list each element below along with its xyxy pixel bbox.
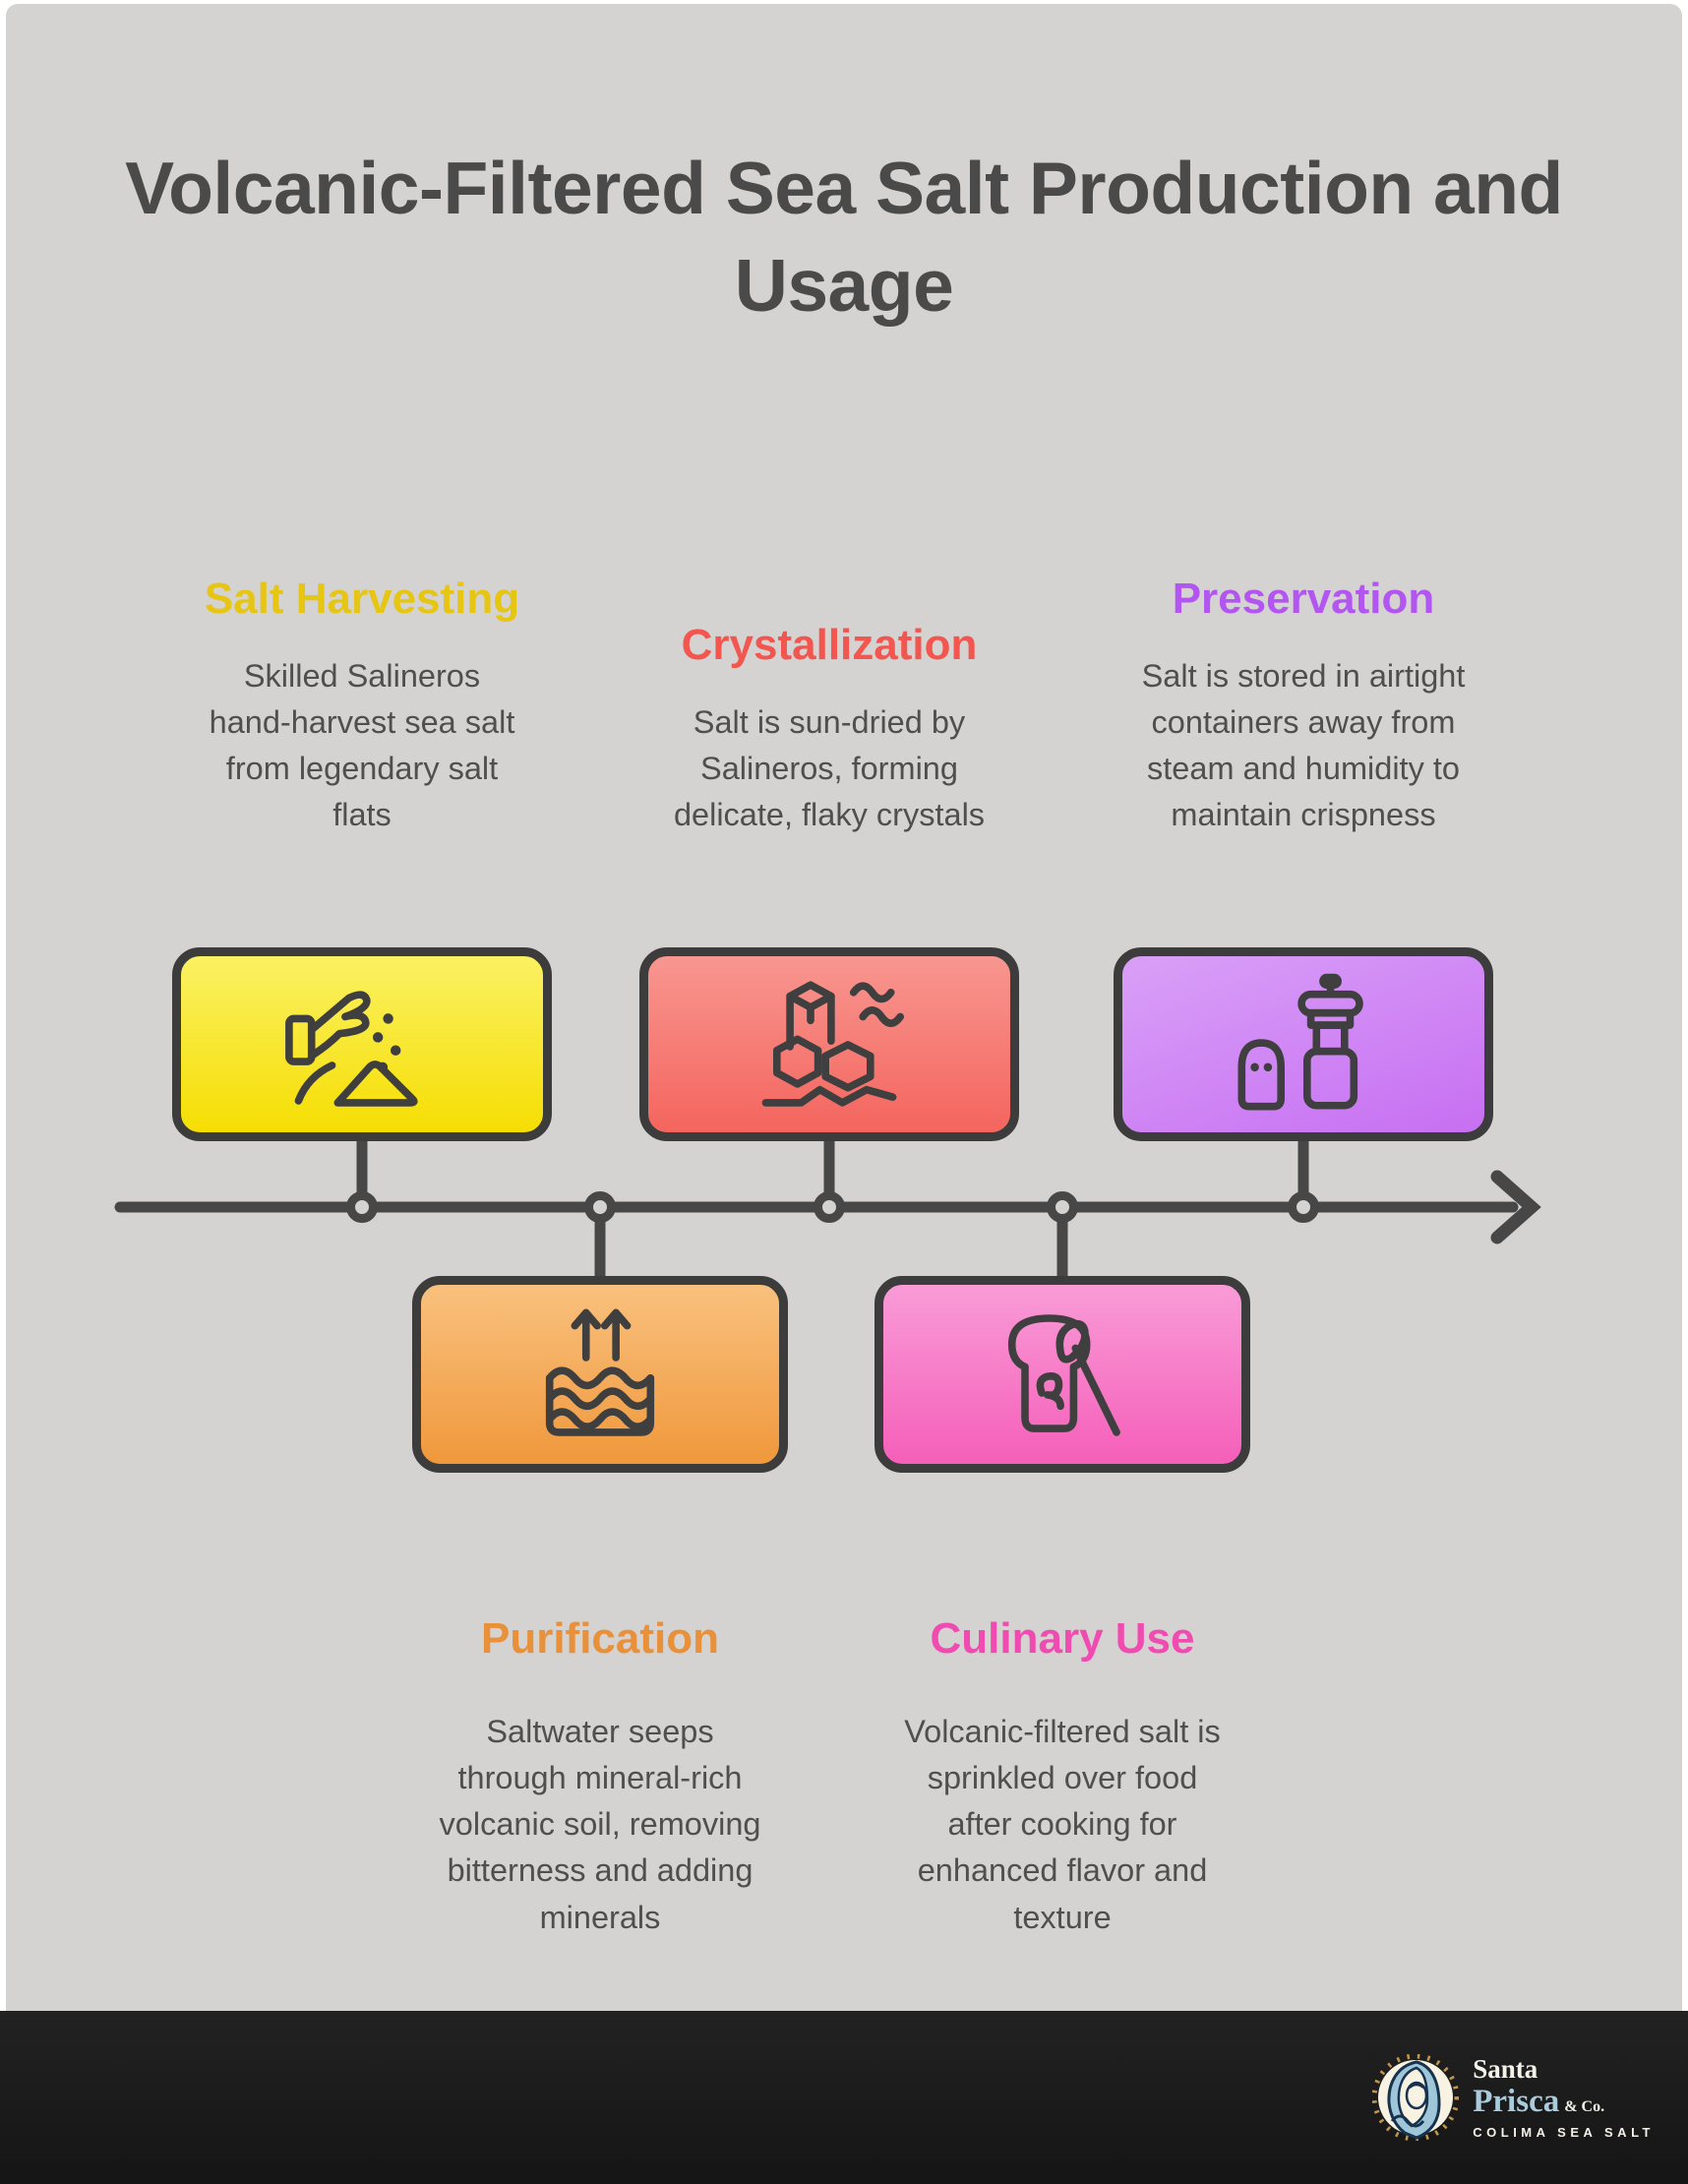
- santa-prisca-logo: Santa Prisca & Co. COLIMA SEA SALT: [1372, 2054, 1655, 2141]
- logo-line1: Santa: [1473, 2054, 1538, 2084]
- stage-text-culinary-use: Culinary Use Volcanic-filtered salt is s…: [866, 1611, 1259, 1941]
- stage-box-salt-harvesting: [172, 947, 552, 1141]
- stage-box-purification: [412, 1276, 788, 1473]
- stage-box-preservation: [1114, 947, 1493, 1141]
- stage-description: Salt is sun-dried by Salineros, forming …: [673, 703, 986, 832]
- stage-text-preservation: Preservation Salt is stored in airtight …: [1116, 572, 1490, 839]
- salt-shaker-and-grinder-icon: [1237, 973, 1363, 1110]
- stage-description: Salt is stored in airtight containers aw…: [1141, 657, 1466, 832]
- logo-suffix: & Co.: [1564, 2098, 1605, 2115]
- stage-heading: Preservation: [1172, 574, 1435, 623]
- stage-heading: Purification: [480, 1614, 720, 1663]
- logo-line2: Prisca & Co.: [1473, 2084, 1605, 2119]
- stage-description: Volcanic-filtered salt is sprinkled over…: [904, 1714, 1221, 1935]
- stage-heading: Crystallization: [681, 620, 978, 669]
- stage-description: Saltwater seeps through mineral-rich vol…: [439, 1714, 761, 1935]
- logo-tagline: COLIMA SEA SALT: [1473, 2125, 1655, 2140]
- footer-band: Santa Prisca & Co. COLIMA SEA SALT: [0, 2011, 1688, 2184]
- evaporation-water-arrows-icon: [545, 1308, 655, 1436]
- hand-sprinkling-salt-icon: [285, 990, 418, 1107]
- stage-heading: Salt Harvesting: [204, 574, 520, 623]
- stage-box-crystallization: [639, 947, 1019, 1141]
- stage-text-salt-harvesting: Salt Harvesting Skilled Salineros hand-h…: [175, 572, 549, 839]
- madonna-emblem-icon: [1372, 2054, 1460, 2141]
- stage-heading: Culinary Use: [930, 1614, 1195, 1663]
- stage-text-purification: Purification Saltwater seeps through min…: [403, 1611, 797, 1941]
- stage-description: Skilled Salineros hand-harvest sea salt …: [209, 657, 515, 832]
- bread-and-knife-icon: [1007, 1314, 1120, 1436]
- stage-text-crystallization: Crystallization Salt is sun-dried by Sal…: [642, 618, 1016, 838]
- logo-text: Santa Prisca & Co. COLIMA SEA SALT: [1473, 2054, 1655, 2140]
- stage-box-culinary-use: [874, 1276, 1250, 1473]
- page-title: Volcanic-Filtered Sea Salt Production an…: [125, 147, 1563, 327]
- salt-crystals-icon: [761, 980, 904, 1107]
